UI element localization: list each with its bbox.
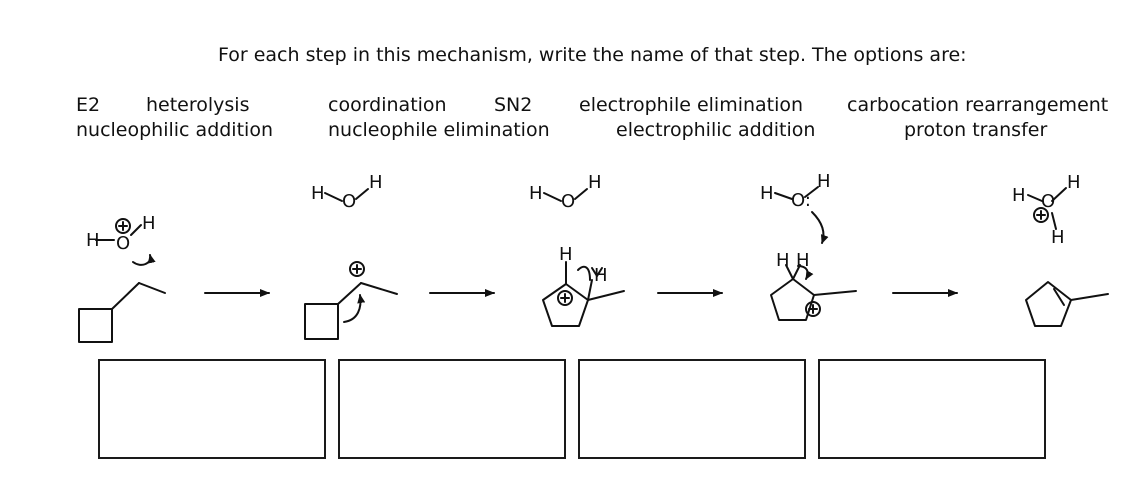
mol2-h-left: H (311, 183, 325, 204)
mol5-h-left: H (1012, 185, 1026, 206)
option-nucleophile-elimination: nucleophile elimination (328, 119, 550, 141)
molecule-4 (770, 186, 857, 321)
answer-box-step-3[interactable] (578, 359, 806, 459)
mol5-h-bottom: H (1051, 227, 1065, 248)
molecule-1 (78, 224, 166, 343)
molecule-5 (1025, 187, 1109, 327)
mol4-h-a: H (776, 250, 790, 271)
option-sn2: SN2 (494, 94, 533, 116)
mol1-h-left: H (86, 230, 100, 251)
option-heterolysis: heterolysis (146, 94, 250, 116)
molecule-3 (542, 188, 625, 327)
mol4-oxygen: O: (791, 190, 811, 211)
mol1-h-top: H (142, 213, 156, 234)
option-coordination: coordination (328, 94, 447, 116)
mol3-h-methyl: H (594, 265, 608, 286)
molecule-2 (304, 188, 398, 340)
mol3-oxygen: O (561, 191, 575, 212)
mol4-h-top: H (817, 171, 831, 192)
answer-box-step-4[interactable] (818, 359, 1046, 459)
mol3-h-top: H (588, 172, 602, 193)
option-carbocation-rearrangement: carbocation rearrangement (847, 94, 1109, 116)
option-nucleophilic-addition: nucleophilic addition (76, 119, 273, 141)
mol1-oxygen: O (116, 233, 130, 254)
mol3-h-left: H (529, 183, 543, 204)
mol5-oxygen: O (1041, 191, 1055, 212)
answer-box-step-1[interactable] (98, 359, 326, 459)
mol4-h-left: H (760, 183, 774, 204)
mol2-h-top: H (369, 172, 383, 193)
instructions-text: For each step in this mechanism, write t… (218, 44, 967, 66)
option-e2: E2 (76, 94, 101, 116)
option-electrophile-elimination: electrophile elimination (579, 94, 804, 116)
mol2-oxygen: O (342, 191, 356, 212)
option-proton-transfer: proton transfer (904, 119, 1048, 141)
answer-box-step-2[interactable] (338, 359, 566, 459)
mol5-h-top: H (1067, 172, 1081, 193)
mol3-h-ring: H (559, 244, 573, 265)
mol4-h-b: H (796, 250, 810, 271)
option-electrophilic-addition: electrophilic addition (616, 119, 816, 141)
